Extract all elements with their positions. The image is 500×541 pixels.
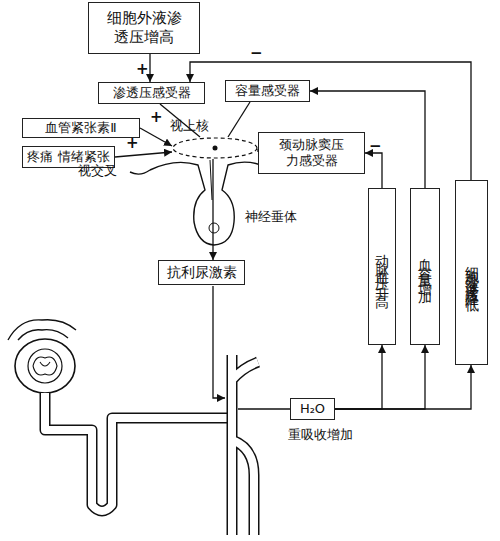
- collecting-duct-lumen: [232, 355, 258, 535]
- water-leader: [238, 408, 290, 409]
- process-box: 颈动脉窦压力感受器: [258, 132, 365, 174]
- node-text: 疼痛 情绪紧张: [27, 149, 109, 165]
- process-box: 细胞外液渗透压增高: [88, 2, 200, 54]
- hormone-leader: [213, 286, 225, 398]
- vertical-box: 细胞外液渗透压降低: [455, 180, 488, 365]
- node-text: 渗透压感受器: [113, 85, 191, 101]
- nephron-tubule: [45, 355, 258, 535]
- tubule-lumen: [45, 393, 228, 511]
- connector-arrow: [115, 152, 172, 157]
- optic-chiasm: [130, 170, 150, 174]
- node-text: 血管紧张素Ⅱ: [45, 120, 116, 136]
- pituitary-outline: [150, 162, 268, 245]
- process-box: 血管紧张素Ⅱ: [22, 118, 140, 138]
- vessel: [8, 320, 76, 340]
- tubule-wall: [45, 393, 228, 511]
- process-box: 渗透压感受器: [98, 82, 205, 104]
- process-box: H₂O: [290, 398, 335, 420]
- process-box: 容量感受器: [225, 80, 310, 102]
- node-text: 颈动脉窦压力感受器: [277, 137, 346, 170]
- sign-label: +: [136, 62, 149, 77]
- process-box: 抗利尿激素: [158, 260, 245, 285]
- vertical-box: 血容量增加: [410, 188, 440, 345]
- sign-label: +: [126, 136, 139, 151]
- dashed-ellipse: [173, 138, 257, 158]
- vertical-box: 动脉血压升高: [368, 188, 396, 345]
- annotation-label: 视上核: [170, 119, 209, 132]
- nucleus-outline: [172, 137, 258, 159]
- node-text: 神经垂体: [245, 209, 297, 225]
- glomerulus-loops: [33, 357, 57, 375]
- annotation-label: 视交叉: [78, 164, 117, 177]
- bowman-capsule: [15, 339, 75, 393]
- connector-arrow: [335, 365, 471, 409]
- pituitary-core: [209, 223, 219, 233]
- node-text: 细胞外液渗透压增高: [105, 9, 183, 47]
- connector-arrow: [335, 345, 382, 409]
- glomerulus: [28, 349, 62, 383]
- node-text: 抗利尿激素: [167, 264, 237, 282]
- connector-arrow: [212, 159, 213, 260]
- pituitary-stalk: [210, 160, 212, 200]
- collecting-duct-wall: [232, 355, 258, 535]
- connector-arrow: [335, 345, 425, 409]
- node-text: H₂O: [300, 401, 325, 417]
- connector-arrow: [149, 54, 150, 82]
- connector-arrow: [190, 62, 471, 180]
- annotation-label: 重吸收增加: [288, 428, 353, 441]
- node-text: 容量感受器: [235, 83, 300, 99]
- connector-arrow: [140, 128, 172, 146]
- nucleus-dot: [213, 146, 218, 151]
- connector-arrow: [365, 153, 382, 188]
- hypothalamus-nucleus: 神经垂体: [172, 137, 258, 159]
- sign-label: −: [250, 46, 263, 61]
- node-text: 血容量增加: [416, 247, 434, 287]
- sign-label: +: [150, 110, 163, 125]
- sign-label: −: [369, 139, 382, 154]
- connector-arrow: [228, 102, 250, 137]
- node-text: 细胞外液渗透压降低: [463, 255, 481, 291]
- node-text: 动脉血压升高: [373, 243, 391, 291]
